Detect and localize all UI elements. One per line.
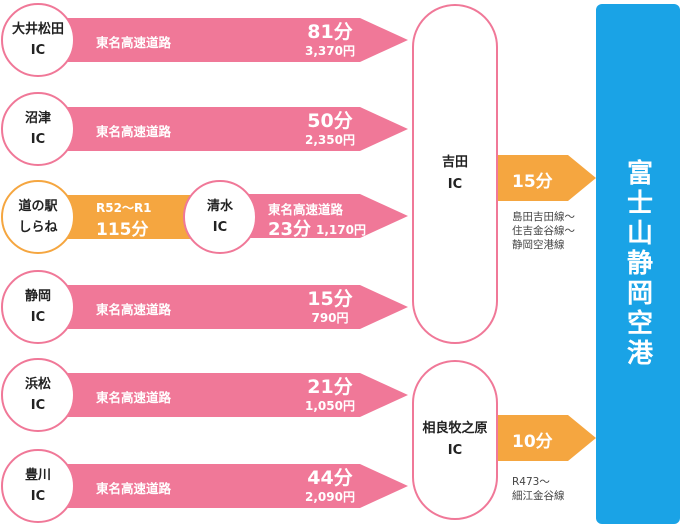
road-label: 東名高速道路 <box>96 481 172 496</box>
ic-shizuoka: 静岡 IC <box>1 270 75 344</box>
toll-price: 3,370円 <box>305 44 355 58</box>
route-bar-shirane <box>60 195 200 239</box>
route-arrow-hamamatsu <box>60 373 408 417</box>
road-label: 東名高速道路 <box>268 202 344 217</box>
ic-name: 吉田 <box>441 155 468 170</box>
ic-suffix: IC <box>30 132 46 147</box>
route-arrow-oimatsuda <box>60 18 408 62</box>
ic-name: 大井松田 <box>11 22 64 37</box>
michinoeki-shirane: 道の駅 しらね <box>1 180 75 254</box>
ic-yoshida: 吉田 IC <box>412 4 498 344</box>
travel-time: 21分 <box>307 376 353 398</box>
ic-numazu: 沼津 IC <box>1 92 75 166</box>
station-name: 道の駅 <box>18 199 58 214</box>
ic-hamamatsu: 浜松 IC <box>1 358 75 432</box>
ic-shimizu: 清水 IC <box>183 180 257 254</box>
ic-name: 相良牧之原 <box>422 421 488 436</box>
airport-name: 富士山静岡空港 <box>622 159 653 369</box>
station-sub: しらね <box>18 220 58 235</box>
route-arrow-toyokawa <box>60 464 408 508</box>
travel-time: 81分 <box>307 21 353 43</box>
route-arrow-shimizu <box>230 194 408 238</box>
travel-time: 44分 <box>307 467 353 489</box>
travel-time: 50分 <box>307 110 353 132</box>
ic-suffix: IC <box>30 398 46 413</box>
ic-suffix: IC <box>30 489 46 504</box>
route-arrow-yoshida <box>490 155 596 201</box>
travel-time: 23分 <box>268 219 312 240</box>
airport-destination: 富士山静岡空港 <box>596 4 680 524</box>
ic-suffix: IC <box>447 443 463 458</box>
road-label: R52〜R1 <box>96 201 152 215</box>
toll-price: 1,050円 <box>305 399 355 413</box>
road-label: 東名高速道路 <box>96 302 172 317</box>
route-arrow-shizuoka <box>60 285 408 329</box>
travel-time: 115分 <box>96 220 149 240</box>
toll-price: 1,170円 <box>316 223 366 237</box>
travel-time: 10分 <box>512 432 553 452</box>
ic-name: 静岡 <box>24 289 51 304</box>
ic-name: 清水 <box>206 199 233 214</box>
toll-price: 790円 <box>311 311 349 325</box>
ic-name: 沼津 <box>24 111 51 126</box>
route-arrow-sagara <box>490 415 596 461</box>
ic-suffix: IC <box>30 43 46 58</box>
ic-suffix: IC <box>212 220 228 235</box>
road-label: 東名高速道路 <box>96 35 172 50</box>
travel-time: 15分 <box>512 172 553 192</box>
ic-sagara-makinohara: 相良牧之原 IC <box>412 360 498 520</box>
ic-toyokawa: 豊川 IC <box>1 449 75 523</box>
route-note: R473〜 細江金谷線 <box>512 476 565 502</box>
toll-price: 2,350円 <box>305 133 355 147</box>
route-note: 島田吉田線〜 住吉金谷線〜 静岡空港線 <box>512 211 575 251</box>
ic-name: 豊川 <box>24 468 51 483</box>
ic-suffix: IC <box>447 177 463 192</box>
travel-time: 15分 <box>307 288 353 310</box>
road-label: 東名高速道路 <box>96 390 172 405</box>
ic-oimatsuda: 大井松田 IC <box>1 3 75 77</box>
ic-name: 浜松 <box>24 377 51 392</box>
toll-price: 2,090円 <box>305 490 355 504</box>
road-label: 東名高速道路 <box>96 124 172 139</box>
route-arrow-numazu <box>60 107 408 151</box>
ic-suffix: IC <box>30 310 46 325</box>
